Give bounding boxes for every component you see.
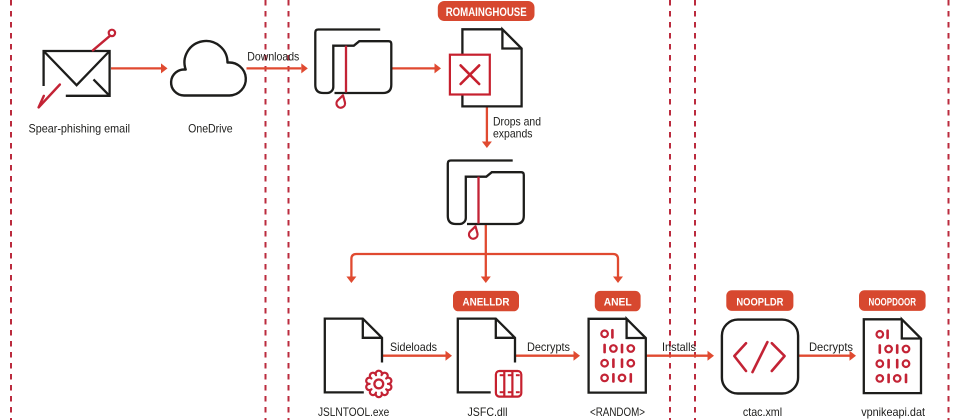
svg-text:ANELLDR: ANELLDR bbox=[463, 296, 510, 308]
svg-text:expands: expands bbox=[493, 126, 533, 140]
svg-text:Spear-phishing email: Spear-phishing email bbox=[29, 122, 131, 136]
svg-text:Drops and: Drops and bbox=[493, 114, 541, 128]
svg-text:JSFC.dll: JSFC.dll bbox=[468, 405, 508, 419]
svg-text:ctac.xml: ctac.xml bbox=[743, 405, 782, 419]
svg-text:Installs: Installs bbox=[662, 340, 696, 354]
svg-text:NOOPDOOR: NOOPDOOR bbox=[869, 296, 917, 308]
svg-text:OneDrive: OneDrive bbox=[188, 121, 233, 135]
svg-text:NOOPLDR: NOOPLDR bbox=[736, 296, 783, 308]
svg-text:<RANDOM>: <RANDOM> bbox=[590, 405, 645, 419]
svg-text:Decrypts: Decrypts bbox=[527, 340, 570, 354]
svg-text:Sideloads: Sideloads bbox=[390, 340, 437, 354]
svg-text:ANEL: ANEL bbox=[604, 296, 632, 308]
svg-text:Downloads: Downloads bbox=[247, 50, 299, 64]
svg-text:JSLNTOOL.exe: JSLNTOOL.exe bbox=[318, 405, 389, 419]
svg-text:ROMAINGHOUSE: ROMAINGHOUSE bbox=[446, 7, 527, 19]
svg-text:Decrypts: Decrypts bbox=[809, 340, 853, 354]
svg-text:vpnikeapi.dat: vpnikeapi.dat bbox=[861, 405, 925, 419]
